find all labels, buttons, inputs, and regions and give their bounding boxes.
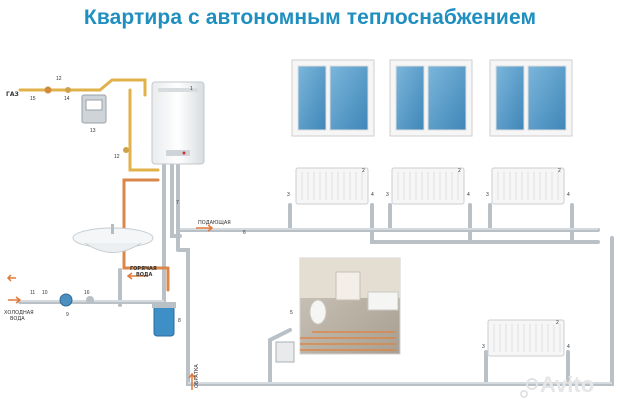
- callout-16: 16: [84, 290, 90, 296]
- callout-5: 5: [290, 310, 293, 316]
- window-3: [489, 59, 573, 137]
- callout-1: 1: [190, 86, 193, 92]
- callout-12b: 12: [114, 154, 120, 160]
- callout-3a: 3: [287, 192, 290, 198]
- callout-15: 15: [30, 96, 36, 102]
- callout-4a: 4: [371, 192, 374, 198]
- gas-boiler: [151, 81, 205, 165]
- callout-4c: 4: [567, 192, 570, 198]
- callout-3b: 3: [386, 192, 389, 198]
- circulation-pump: [59, 293, 94, 307]
- cold-water-label-2: ВОДА: [10, 316, 25, 322]
- callout-2b: 2: [458, 168, 461, 174]
- callout-14: 14: [64, 96, 70, 102]
- page-title: Квартира с автономным теплоснабжением: [83, 6, 537, 29]
- gas-label: ГАЗ: [6, 91, 19, 98]
- callout-8: 8: [178, 318, 181, 324]
- floor-heating-manifold: [275, 341, 295, 363]
- wash-basin: [72, 224, 154, 253]
- callout-2d: 2: [556, 320, 559, 326]
- bathroom-floor-heating: [299, 257, 401, 355]
- return-label: ОБРАТКА: [194, 364, 200, 388]
- gray-pipe-network: [18, 163, 614, 386]
- water-filter: [152, 302, 176, 337]
- callout-4b: 4: [467, 192, 470, 198]
- hot-water-label-2: ВОДА: [136, 272, 153, 278]
- radiator-4: [487, 319, 565, 357]
- number-callouts: 1 2 2 2 2 3 3 3 3 4 4 4 4 5 6 7 8 9 10 1…: [30, 76, 570, 350]
- supply-label: ПОДАЮЩАЯ: [198, 220, 231, 226]
- hot-water-label-1: ГОРЯЧАЯ: [130, 266, 157, 272]
- callout-10: 10: [42, 290, 48, 296]
- callout-11: 11: [30, 290, 35, 296]
- window-2: [389, 59, 473, 137]
- copper-pipes: [18, 78, 170, 292]
- radiator-3: [491, 167, 565, 205]
- gas-valves: [44, 86, 129, 153]
- window-1: [291, 59, 375, 137]
- radiator-1: [295, 167, 369, 205]
- callout-6: 6: [243, 230, 246, 236]
- callout-4d: 4: [567, 344, 570, 350]
- callout-9: 9: [66, 312, 69, 318]
- gas-meter: [81, 94, 107, 124]
- radiator-2: [391, 167, 465, 205]
- flow-arrows: [6, 224, 214, 390]
- watermark-text: Avito: [540, 372, 594, 397]
- avito-watermark: Avito: [520, 372, 594, 398]
- callout-13: 13: [90, 128, 96, 134]
- callout-12a: 12: [56, 76, 62, 82]
- callout-3c: 3: [486, 192, 489, 198]
- cold-water-label-1: ХОЛОДНАЯ: [4, 310, 34, 316]
- callout-2c: 2: [558, 168, 561, 174]
- callout-7: 7: [176, 200, 179, 206]
- callout-3d: 3: [482, 344, 485, 350]
- callout-2a: 2: [362, 168, 365, 174]
